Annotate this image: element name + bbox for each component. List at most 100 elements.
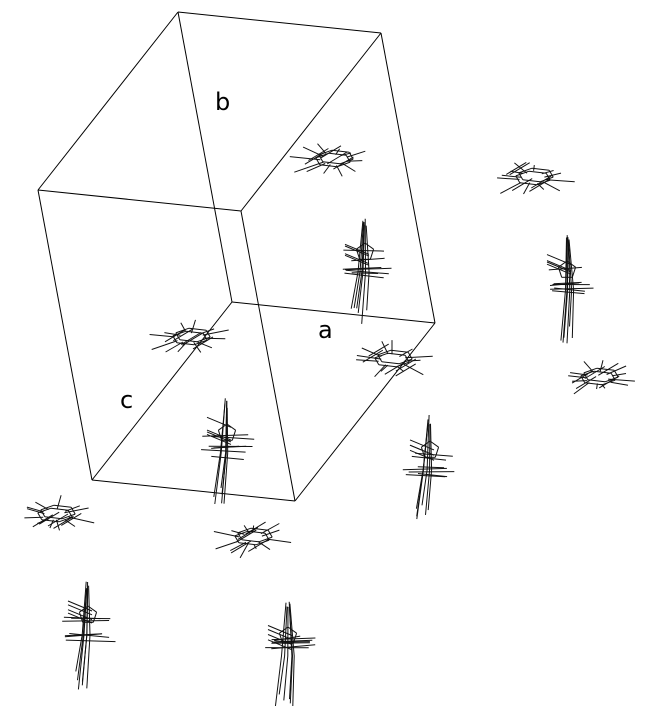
bond-line <box>55 519 60 531</box>
bond-line <box>190 319 196 334</box>
bond-line <box>612 373 627 377</box>
bond-line <box>213 452 221 497</box>
cell-edge <box>37 11 179 191</box>
bond-line <box>380 364 389 372</box>
bond-line <box>75 634 83 672</box>
bond-line <box>206 429 232 441</box>
molecule <box>289 143 366 177</box>
bond-line <box>409 439 435 451</box>
bond-line <box>44 516 63 520</box>
bond-line <box>250 527 269 531</box>
molecule <box>356 340 433 378</box>
bond-line <box>225 400 228 454</box>
bond-line <box>267 629 293 640</box>
bond-line <box>271 641 310 643</box>
bond-line <box>583 367 598 374</box>
cell-edge <box>240 210 296 502</box>
bond-line <box>322 161 341 165</box>
bond-line <box>598 375 620 389</box>
bond-line <box>396 366 405 372</box>
bond-line <box>518 167 533 174</box>
bond-line <box>221 452 227 504</box>
bond-line <box>289 655 293 704</box>
molecule <box>402 414 455 520</box>
bond-line <box>546 260 572 272</box>
bond-line <box>381 341 389 355</box>
bond-line <box>175 332 181 341</box>
bond-line <box>308 148 329 161</box>
cell-edge <box>91 479 296 502</box>
bond-line <box>361 271 366 324</box>
bond-line <box>231 530 245 535</box>
bond-line <box>248 539 269 552</box>
bond-line <box>81 581 87 636</box>
bond-line <box>568 239 575 291</box>
bond-line <box>69 633 110 638</box>
bond-line <box>226 407 229 454</box>
bond-line <box>560 289 566 341</box>
bond-line <box>384 361 406 375</box>
bond-line <box>26 506 44 513</box>
bond-line <box>211 455 244 460</box>
bond-line <box>546 263 572 275</box>
bond-line <box>571 370 593 384</box>
bond-line <box>294 161 324 173</box>
bond-line <box>390 349 409 353</box>
bond-line <box>214 452 222 505</box>
bond-line <box>425 469 431 515</box>
bond-line <box>196 341 213 349</box>
bond-line <box>193 342 202 353</box>
bond-line <box>409 449 435 461</box>
bond-line <box>53 515 74 529</box>
bond-line <box>345 269 389 275</box>
bond-line <box>374 364 387 378</box>
bond-line <box>86 634 91 689</box>
molecule-layer <box>24 143 635 706</box>
bond-line <box>357 271 364 313</box>
bond-line <box>38 511 60 525</box>
bond-line <box>361 347 382 358</box>
axis-label-c: c <box>120 386 133 414</box>
bond-line <box>518 172 524 181</box>
molecule <box>342 218 392 324</box>
bond-line <box>344 243 370 255</box>
bond-line <box>567 240 573 291</box>
bond-line <box>506 161 527 175</box>
bond-line <box>206 433 232 445</box>
bond-line <box>215 540 239 550</box>
bond-line <box>563 289 569 338</box>
bond-line <box>510 170 523 174</box>
bond-line <box>67 609 93 621</box>
bond-line <box>81 634 88 686</box>
molecule <box>568 360 635 395</box>
bond-line <box>606 365 627 375</box>
bond-line <box>362 349 384 363</box>
bond-line <box>204 337 226 340</box>
bond-line <box>226 423 236 431</box>
bond-line <box>306 163 326 173</box>
molecule <box>213 521 292 559</box>
bond-line <box>47 513 69 527</box>
bond-line <box>402 467 447 471</box>
bond-line <box>236 529 257 543</box>
bond-line <box>267 639 293 651</box>
bond-line <box>598 362 619 376</box>
molecule <box>24 495 95 531</box>
bond-line <box>351 272 379 274</box>
bond-line <box>275 639 313 643</box>
bond-line <box>289 156 321 161</box>
bond-line <box>151 340 178 350</box>
bond-line <box>24 516 44 519</box>
cell-edge <box>177 11 233 303</box>
axis-label-b: b <box>215 88 230 116</box>
bond-line <box>570 372 588 376</box>
bond-line <box>346 150 366 158</box>
bond-line <box>65 505 80 512</box>
bond-line <box>344 245 370 257</box>
cell-edge <box>380 32 436 324</box>
bond-line <box>395 363 416 377</box>
bond-line <box>377 354 383 363</box>
molecule <box>497 161 575 195</box>
bond-line <box>149 334 175 338</box>
bond-line <box>32 514 54 528</box>
